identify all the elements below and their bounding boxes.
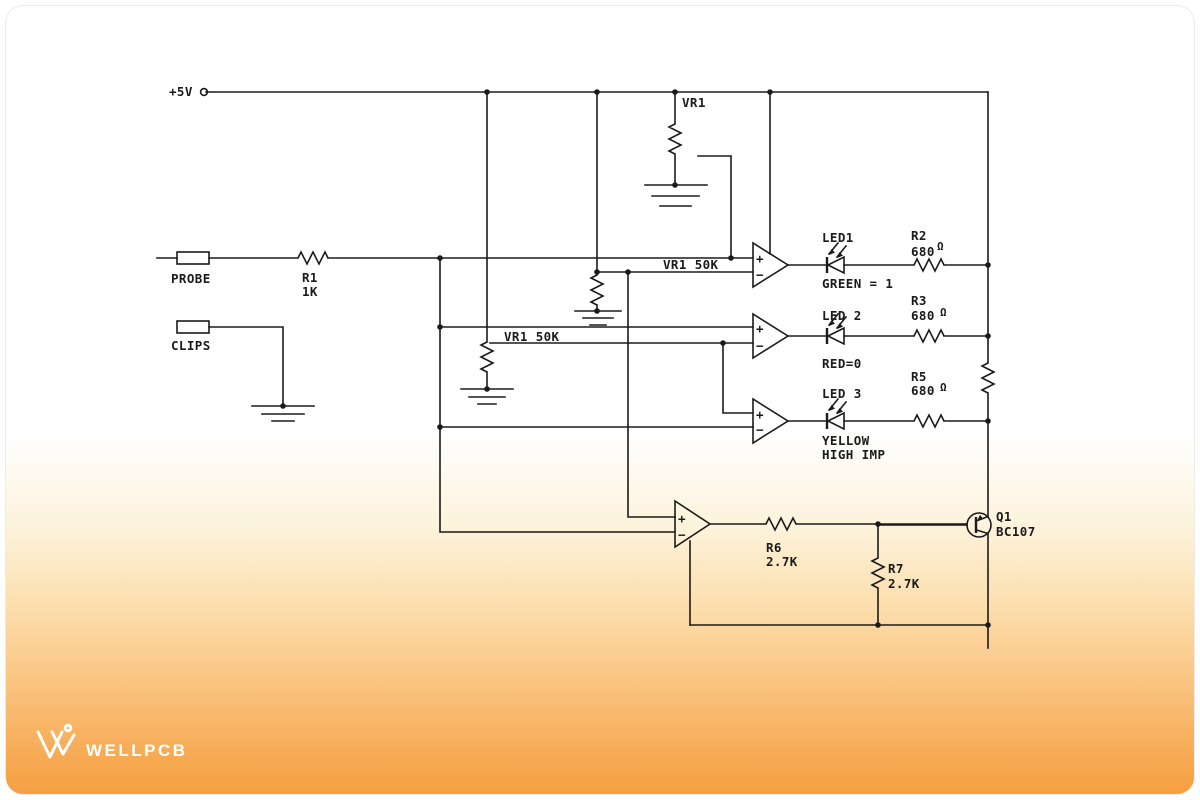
osc-plus-sign: + [678,511,686,526]
comp2-minus-sign: − [756,338,764,353]
led1-label: LED1 [822,230,854,245]
comp2-plus-sign: + [756,321,764,336]
resistor-r2 [913,257,945,273]
r5-name-label: R5 [911,369,927,384]
q1-name-label: Q1 [996,509,1012,524]
power-rail-wires [199,87,989,649]
clips-ground-wire [208,326,284,407]
comparator-3: + − [752,397,790,445]
vr1-tap2-label: VR1 50K [504,329,560,344]
oscillator-opamp: + − [674,499,712,549]
resistor-vr1-487 [479,341,495,373]
osc-minus-sign: − [678,527,686,542]
ground-symbol-vr1-487 [460,388,514,405]
resistor-r6 [765,516,797,532]
junction-dots [280,89,991,628]
clips-label: CLIPS [171,338,211,353]
r5-value-label: 680 [911,383,935,398]
comp1-plus-sign: + [756,251,764,266]
oscillator-wires [689,523,989,626]
resistor-r7 [870,557,886,589]
r3-value-label: 680 [911,308,935,323]
probe-bus-down [439,257,676,533]
comp1-minus-sign: − [756,267,764,282]
r7-value-label: 2.7K [888,576,920,591]
resistor-right-bus [980,362,996,394]
comparator-1: + − [752,241,790,289]
r3-unit-label: Ω [940,306,947,319]
resistor-r1 [297,250,329,266]
r5-unit-label: Ω [940,381,947,394]
q1-part-label: BC107 [996,524,1036,539]
led3-state2-label: HIGH IMP [822,447,885,462]
plus5v-terminal [199,87,209,97]
ground-symbol-vr1-pot [644,184,708,207]
plus5v-label: +5V [169,84,193,99]
vr1-tap1-label: VR1 50K [663,257,719,272]
resistor-r3 [913,328,945,344]
led3-label: LED 3 [822,386,862,401]
resistor-r5 [913,413,945,429]
led3-state-label: YELLOW [822,433,870,448]
comp3-plus-branch [722,342,754,414]
r6-value-label: 2.7K [766,554,798,569]
r2-unit-label: Ω [937,240,944,253]
r6-name-label: R6 [766,540,782,555]
r1-value-label: 1K [302,284,318,299]
osc-plus-line [627,271,676,518]
probe-label: PROBE [171,271,211,286]
wellpcb-logo: WELLPCB [36,723,188,760]
led-row-wires [787,264,989,422]
r2-value-label: 680 [911,244,935,259]
led3-symbol [825,397,848,431]
comp3-plus-sign: + [756,407,764,422]
ground-symbol-clips [251,405,315,422]
led2-state-label: RED=0 [822,356,862,371]
probe-terminal [176,251,210,265]
clips-terminal [176,320,210,334]
comp3-minus-sign: − [756,422,764,437]
led1-symbol [825,241,848,275]
ground-symbol-vr1-597 [574,310,622,326]
led2-symbol [825,312,848,346]
wellpcb-logo-mark [36,723,76,759]
signal-wires [156,257,754,533]
led1-state-label: GREEN = 1 [822,276,893,291]
schematic-card [5,5,1195,795]
wellpcb-logo-text: WELLPCB [86,741,188,760]
r7-name-label: R7 [888,561,904,576]
vr1-label: VR1 [682,95,706,110]
r2-name-label: R2 [911,228,927,243]
vr1-wiper-wire [697,155,732,259]
transistor-q1-symbol [877,512,992,538]
r1-name-label: R1 [302,270,318,285]
comparator-2: + − [752,312,790,360]
r3-name-label: R3 [911,293,927,308]
led2-label: LED 2 [822,308,862,323]
resistor-vr1-pot [667,123,683,155]
resistor-vr1-597 [589,274,605,306]
